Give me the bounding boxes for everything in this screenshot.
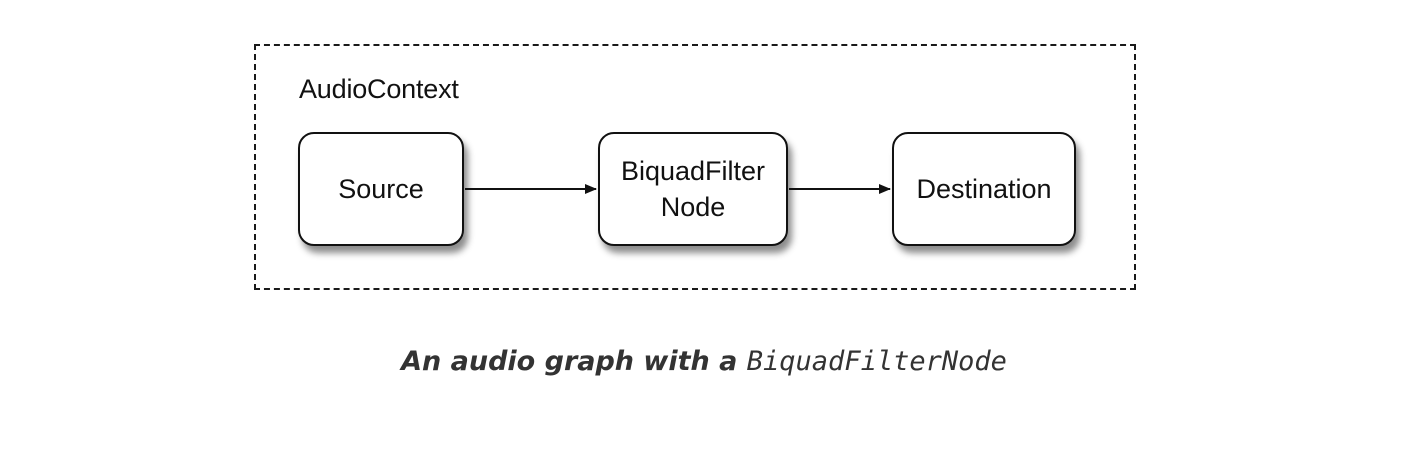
connection-arrows	[465, 184, 891, 194]
source-node: Source	[298, 132, 464, 246]
figure-caption: An audio graph with a BiquadFilterNode	[0, 346, 1408, 377]
caption-code: BiquadFilterNode	[746, 346, 1007, 377]
audio-graph-diagram: AudioContext Source BiquadFilter Node De…	[254, 44, 1136, 290]
audio-context-box	[254, 44, 1136, 290]
destination-node-label: Destination	[916, 174, 1052, 204]
biquad-filter-node: BiquadFilter Node	[598, 132, 788, 246]
biquad-filter-node-label: BiquadFilter Node	[620, 156, 766, 222]
caption-text: An audio graph with a	[401, 346, 747, 377]
audio-context-label: AudioContext	[299, 74, 459, 104]
source-node-label: Source	[338, 174, 424, 204]
destination-node: Destination	[892, 132, 1076, 246]
